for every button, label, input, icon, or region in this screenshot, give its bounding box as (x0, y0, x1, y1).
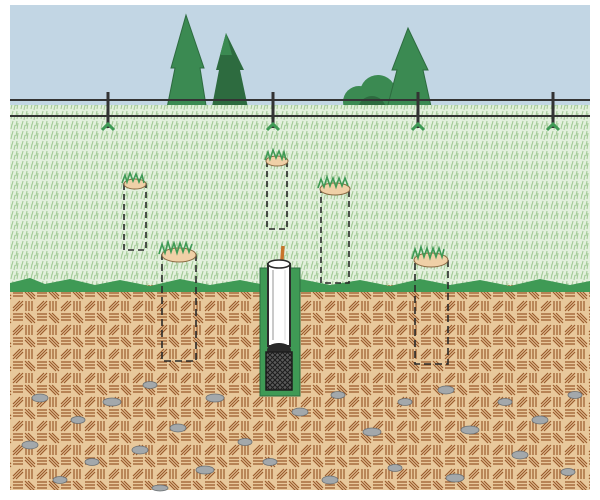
probe-tip (266, 352, 292, 390)
soil-probe (260, 246, 300, 396)
grass-field (10, 105, 590, 285)
sky (10, 5, 590, 105)
probe-tube (268, 264, 290, 346)
